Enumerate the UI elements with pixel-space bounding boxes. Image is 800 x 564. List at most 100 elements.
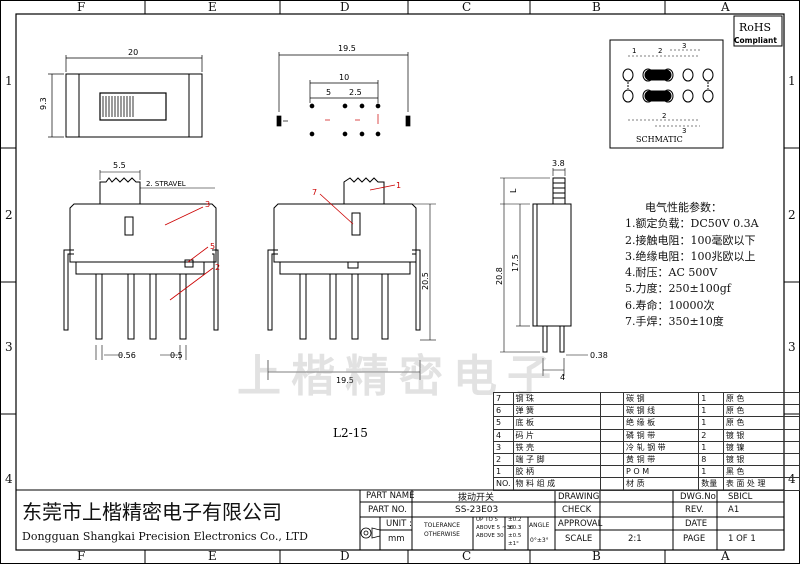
company-name-en: Dongguan Shangkai Precision Electronics … [22, 530, 308, 543]
zone-bottom-b: B [592, 549, 601, 563]
bom-cell: 4 [493, 428, 514, 442]
bom-cell: 数量 [698, 477, 724, 491]
bom-cell: 镀 银 [722, 428, 800, 442]
title-block-grid [16, 489, 784, 550]
spec-item: 1.额定负载：DC50V 0.3A [625, 217, 759, 231]
bom-cell: 5 [493, 416, 514, 430]
electrical-specs: 电气性能参数： 1.额定负载：DC50V 0.3A 2.接触电阻：100毫欧以下… [625, 200, 759, 330]
bom-cell: 物 料 组 成 [512, 477, 602, 491]
part-name-label: PART NAME [366, 491, 415, 501]
zone-top-e: E [208, 0, 217, 14]
spec-item: 6.寿命：10000次 [625, 298, 715, 312]
dim-pin-10: 10 [339, 73, 349, 82]
schematic-dim-1: 1 [632, 47, 636, 55]
part-no-value: SS-23E03 [455, 505, 499, 515]
dim-side-L: L [509, 188, 518, 193]
drawing-label: DRAWING [558, 492, 600, 502]
zone-left-3: 3 [5, 340, 13, 354]
bom-cell [600, 391, 625, 406]
bom-cell: 镀 镍 [722, 440, 800, 454]
scale-value: 2:1 [628, 534, 642, 544]
dim-side-4: 4 [560, 373, 565, 382]
tol-row-2-value: ±0.3 [508, 525, 522, 531]
zone-top-d: D [340, 0, 350, 14]
bom-cell: 材 质 [623, 477, 700, 491]
projection-symbol-icon [360, 527, 381, 539]
tol-row-3-value: ±0.5 [508, 533, 522, 539]
schematic-dim-5: 3 [682, 127, 686, 135]
bom-row: NO.物 料 组 成材 质数量表 面 处 理 [493, 477, 800, 491]
rohs-subtitle: Compliant [734, 36, 777, 45]
side-view [500, 168, 588, 376]
bom-cell: 6 [493, 404, 514, 418]
bom-cell: 端 子 脚 [512, 452, 602, 467]
company-name-cn: 东莞市上楷精密电子有限公司 [22, 500, 282, 524]
bom-cell: 碳 钢 [623, 391, 700, 406]
spec-item: 7.手焊：350±10度 [625, 315, 724, 329]
callout-3-left: 3 [205, 200, 210, 209]
bom-cell: 2 [698, 428, 724, 442]
bom-cell: 磷 铜 带 [623, 428, 700, 442]
zone-top-c: C [462, 0, 472, 14]
tol-row-1-range: UP TO 5 [476, 517, 499, 523]
schematic-dim-3: 3 [682, 42, 686, 50]
part-name-value: 拨动开关 [458, 493, 495, 503]
schematic-dim-4: 2 [662, 112, 666, 120]
callout-2-left: 2 [215, 263, 220, 272]
schematic-dim-2: 2 [658, 47, 662, 55]
bom-cell: 原 色 [722, 404, 800, 418]
rev-label: REV. [685, 505, 704, 515]
tol-row-1-value: ±0.2 [508, 517, 522, 523]
dim-pin-0-56: 0.56 [118, 351, 136, 360]
rohs-box [733, 15, 783, 47]
bom-cell: 1 [493, 465, 514, 479]
check-label: CHECK [562, 505, 592, 515]
bom-cell: 码 片 [512, 428, 602, 442]
bom-cell: 8 [698, 452, 724, 467]
bom-cell [600, 465, 625, 479]
page-value: 1 OF 1 [728, 534, 756, 544]
specs-title: 电气性能参数： [645, 201, 722, 214]
bom-cell: 2 [493, 452, 514, 467]
bom-cell: 1 [698, 391, 724, 406]
dim-pin-2-5: 2.5 [349, 88, 362, 97]
bom-cell: 铁 壳 [512, 440, 602, 454]
bom-cell: P O M [623, 465, 700, 479]
rohs-title: RoHS [739, 21, 771, 34]
bom-cell: 表 面 处 理 [722, 477, 800, 491]
zone-right-3: 3 [788, 340, 796, 354]
tol-row-3-range: ABOVE 30 [476, 533, 504, 539]
dim-pin-span: 19.5 [338, 44, 356, 53]
schematic-diagram [609, 39, 724, 149]
bom-cell: 镀 银 [722, 452, 800, 467]
dim-side-3-8: 3.8 [552, 159, 565, 168]
pin-layout [276, 52, 411, 137]
bom-cell [600, 416, 625, 430]
unit-value: mm [388, 534, 405, 544]
angle-tolerance: ±1° [508, 541, 519, 547]
spec-item: 4.耐压：AC 500V [625, 266, 718, 280]
zone-left-2: 2 [5, 208, 13, 222]
rev-value: A1 [728, 505, 740, 515]
zone-bottom-e: E [208, 549, 217, 563]
dim-mid-height: 20.5 [421, 272, 430, 290]
bom-cell: 黄 铜 带 [623, 452, 700, 467]
bom-cell: 黑 色 [722, 465, 800, 479]
callout-5-left: 5 [210, 242, 215, 251]
unit-label: UNIT : [386, 519, 412, 529]
bom-cell: 1 [698, 440, 724, 454]
schematic-label: SCHMATIC [636, 135, 683, 144]
zone-right-2: 2 [788, 208, 796, 222]
model-label: L2-15 [333, 426, 368, 440]
zone-bottom-f: F [77, 549, 86, 563]
dim-pin-0-5: 0.5 [170, 351, 183, 360]
callout-1: 1 [396, 181, 401, 190]
angle-value: 0°±3° [530, 537, 549, 544]
bom-cell: 碳 钢 线 [623, 404, 700, 418]
angle-label: ANGLE [529, 522, 550, 529]
